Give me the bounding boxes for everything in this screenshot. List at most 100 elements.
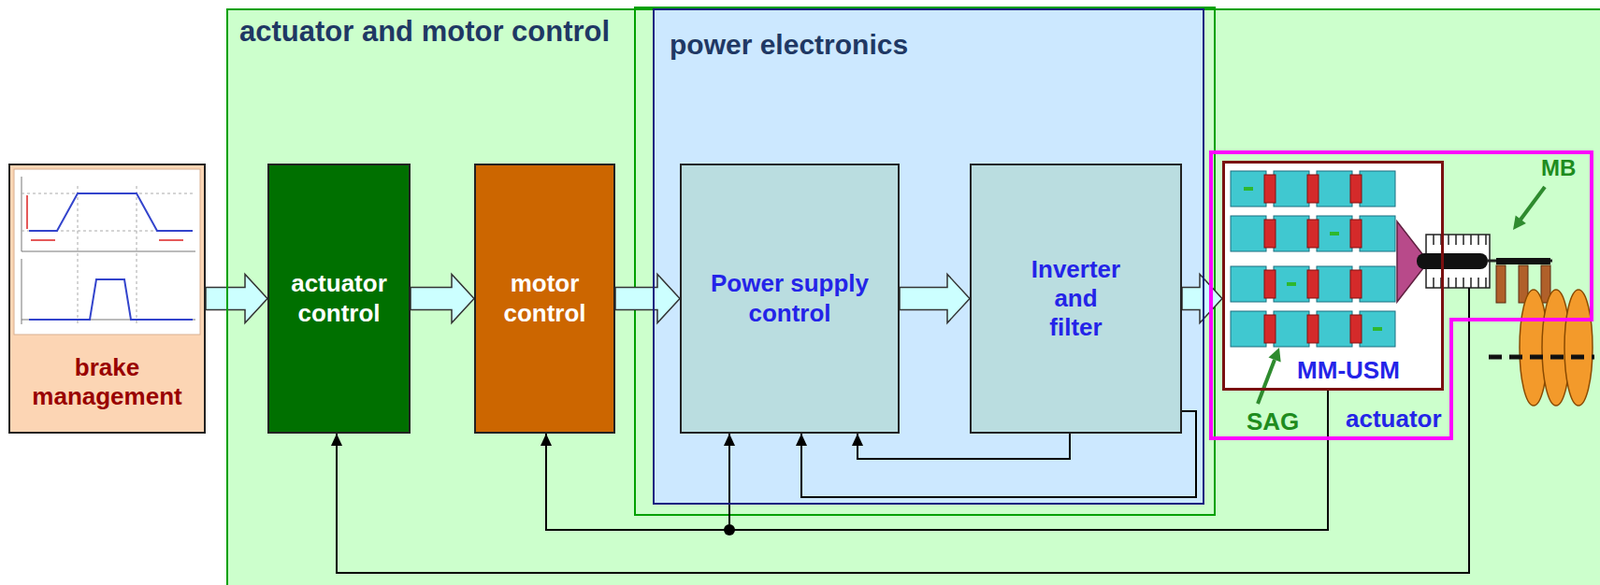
- stator-block: [1273, 171, 1310, 207]
- piezo-block: [1307, 174, 1319, 203]
- stator-block: [1316, 216, 1353, 252]
- stator-block: [1230, 171, 1396, 347]
- marker-block: [1243, 187, 1254, 191]
- connector: [205, 274, 268, 324]
- feedback-line: [857, 433, 1070, 460]
- chart-guide: [77, 186, 79, 325]
- marker-block: [1329, 231, 1340, 236]
- shaft-block: [1496, 258, 1551, 265]
- brake-discs: [1564, 289, 1593, 406]
- piezo-block: [1350, 219, 1362, 248]
- piezo-block: [1350, 174, 1362, 203]
- stator-block: [1273, 216, 1310, 252]
- actuator-outline-path: [1210, 152, 1592, 439]
- stator-block: [1230, 216, 1267, 252]
- actuator-outline: actuator MM-USM: [1209, 150, 1594, 441]
- motor-box: MM-USM: [1222, 160, 1444, 391]
- marker-block: [1243, 187, 1383, 332]
- piezo-block: [1264, 270, 1276, 299]
- brake-pads: [1496, 265, 1506, 303]
- connector: [410, 274, 475, 324]
- chart-axis: [21, 259, 23, 325]
- chart-curve: [28, 193, 193, 231]
- process-box: Power supply control: [679, 163, 900, 434]
- connector: [1181, 274, 1223, 324]
- connector: [899, 274, 970, 324]
- control-region: actuator and motor control actuator contr…: [226, 8, 1600, 585]
- chart-marker: [30, 239, 56, 242]
- box-label: motor control: [485, 269, 605, 328]
- stator-block: [1316, 266, 1353, 303]
- sag-leader-head: [1268, 347, 1282, 363]
- mb-leader-head: [1513, 216, 1527, 231]
- part-label: SAG: [1246, 407, 1299, 437]
- stator-block: [1230, 311, 1267, 347]
- part-label: MB: [1541, 155, 1576, 182]
- region-frame: [634, 7, 1215, 516]
- chart-ground: [14, 169, 201, 335]
- arrow-head: [723, 433, 736, 447]
- arrow-head: [540, 433, 552, 447]
- motor-illustration: [1230, 171, 1424, 347]
- piezo-block: [1307, 315, 1319, 344]
- block-arrow: [1181, 274, 1223, 324]
- process-box: Inverter and filter: [969, 163, 1182, 434]
- process-box: motor control: [474, 163, 616, 434]
- chart-axis: [21, 176, 23, 252]
- piezo-block: [1307, 270, 1319, 299]
- brake-management-box: brake management: [8, 163, 206, 434]
- actuator-outline-shape: [1209, 150, 1594, 441]
- shaft-bar: [1416, 253, 1488, 270]
- process-box: actuator control: [267, 163, 411, 434]
- piezo-block: [1264, 315, 1276, 344]
- brake-chart: [10, 165, 204, 337]
- stator-block: [1273, 311, 1310, 347]
- connector: [851, 433, 1070, 460]
- box-label: brake management: [17, 353, 197, 412]
- region-title: actuator and motor control: [239, 14, 610, 49]
- marker-block: [1286, 282, 1297, 287]
- stator-block: [1316, 311, 1353, 347]
- piezo-block: [1264, 174, 1362, 344]
- sag-leader: [1257, 360, 1275, 404]
- region-title: power electronics: [669, 28, 909, 61]
- arrow-head: [795, 433, 808, 447]
- arrow-head: [331, 433, 343, 447]
- brake-pads: [1496, 265, 1551, 303]
- shaft-tap: [1468, 288, 1471, 320]
- block-arrow: [615, 274, 680, 324]
- piezo-block: [1307, 219, 1319, 248]
- marker-block: [1372, 327, 1383, 332]
- chart-guide: [136, 186, 138, 325]
- chart-axis: [21, 251, 196, 253]
- piezo-block: [1264, 174, 1276, 203]
- piezo-block: [1264, 219, 1276, 248]
- region-ground: [652, 8, 1205, 505]
- block-arrow: [410, 274, 475, 324]
- junction-dot: [723, 524, 736, 536]
- region-ground: [226, 8, 1600, 585]
- motor-label: MM-USM: [1255, 356, 1442, 386]
- block-arrow: [205, 274, 268, 324]
- stator-block: [1359, 171, 1396, 207]
- box-label: Inverter and filter: [1027, 255, 1125, 344]
- box-label: actuator control: [278, 269, 400, 328]
- connector: [615, 274, 680, 324]
- axle: [1488, 355, 1595, 361]
- stator-block: [1359, 266, 1396, 303]
- stator-block: [1359, 216, 1396, 252]
- chart-curve: [28, 279, 193, 320]
- mb-leader: [1520, 187, 1545, 220]
- power-electronics-region: power electronicsPower supply control Inv…: [652, 8, 1205, 505]
- motor-ground: [1222, 160, 1444, 391]
- box-label: Power supply control: [691, 269, 889, 328]
- arrow-head: [851, 433, 864, 447]
- stator-block: [1230, 266, 1267, 303]
- stator-block: [1316, 171, 1353, 207]
- actuator-label: actuator: [1345, 404, 1442, 434]
- stator-block: [1273, 266, 1310, 303]
- chart-marker: [158, 239, 184, 242]
- piezo-block: [1350, 270, 1362, 299]
- chart-marker: [26, 195, 29, 230]
